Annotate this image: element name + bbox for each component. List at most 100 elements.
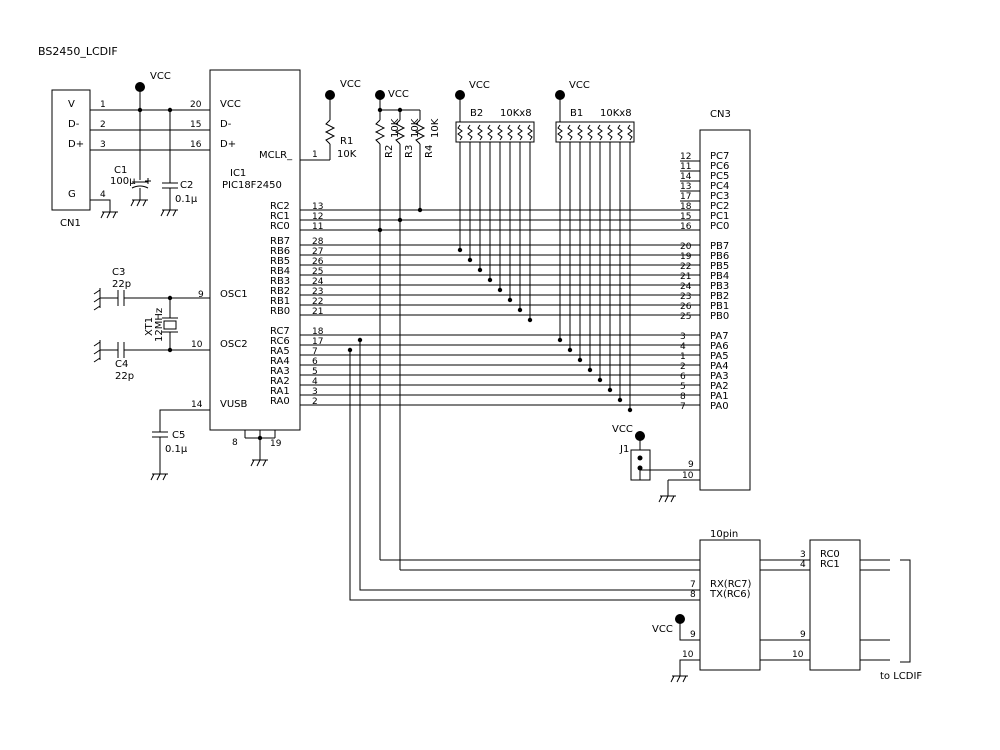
ic1-pin-ra1-name: RA1 (270, 386, 290, 397)
junction-dot (527, 317, 533, 323)
b2-resistor-array: VCC B2 10Kx8 (455, 80, 535, 323)
r4-value: 10K (430, 118, 441, 138)
mclr-pullup: VCC R1 10K (324, 79, 361, 160)
b1-value: 10Kx8 (600, 108, 632, 119)
cn3-pin-pc0-name: PC0 (710, 221, 729, 232)
tenpin-left-num-8: 8 (690, 590, 696, 600)
ic1-pin-rc7-name: RC7 (270, 326, 290, 337)
cn3-pin-pc5-name: PC5 (710, 171, 729, 182)
tenpin-right-num-3: 3 (800, 550, 806, 560)
lcdif-body (809, 539, 861, 671)
ic1-pin-dminus-num: 15 (190, 120, 201, 130)
ic1-pin-rc7-num: 18 (312, 327, 324, 337)
junction-dot (627, 407, 633, 413)
cn3-pin-pb6-num: 19 (680, 252, 692, 262)
b2-resistors (457, 124, 533, 323)
ic1-pin-osc2-num: 10 (191, 340, 203, 350)
vcc-label-b2: VCC (469, 80, 490, 91)
r2-ref: R2 (384, 145, 395, 158)
cn3-pin-pb2-name: PB2 (710, 291, 729, 302)
junction-dot (517, 307, 523, 313)
xt1-ref: XT1 (144, 317, 155, 336)
ic1-pin-ra5-name: RA5 (270, 346, 290, 357)
cn1-ref: CN1 (60, 218, 81, 229)
cn3-pin-pb7-name: PB7 (710, 241, 729, 252)
junction-dot (467, 257, 473, 263)
c5-value: 0.1μ (165, 444, 188, 455)
ic1-microcontroller: IC1 PIC18F2450 VCC D- D+ OSC1 OSC2 VUSB … (190, 69, 330, 467)
ic1-pin-rc0-name: RC0 (270, 221, 290, 232)
ic1-pin-osc2-name: OSC2 (220, 339, 248, 350)
r4-ref: R4 (424, 145, 435, 158)
array-resistor (557, 124, 563, 141)
cn3-pin-pa6-num: 4 (680, 342, 686, 352)
b1-resistors (557, 124, 633, 413)
to-lcdif-label: to LCDIF (880, 671, 922, 682)
ic1-pin-dplus-name: D+ (220, 139, 236, 150)
cn3-pin-pa2-num: 5 (680, 382, 686, 392)
ic1-pin-ra3-num: 5 (312, 367, 318, 377)
ic1-pin-rc2-num: 13 (312, 202, 323, 212)
junction-dot (597, 377, 603, 383)
j1-jumper: VCC J1 (612, 424, 700, 503)
cn3-pin-pa4-name: PA4 (710, 361, 729, 372)
b2-ref: B2 (470, 108, 483, 119)
schematic-title: BS2450_LCDIF (38, 45, 118, 58)
c4-value: 22p (115, 371, 134, 382)
c3-value: 22p (112, 279, 131, 290)
cn3-pin-pa0-num: 7 (680, 402, 686, 412)
oscillator-circuit: C3 22p C4 22p XT1 12MHz (93, 267, 210, 382)
ic1-pin-vcc-name: VCC (220, 99, 241, 110)
cn3-pin-pa1-num: 8 (680, 392, 686, 402)
tenpin-right-num-10: 10 (792, 650, 804, 660)
array-resistor (617, 124, 623, 141)
array-resistor (477, 124, 483, 141)
ic1-pin-ra3-name: RA3 (270, 366, 290, 377)
ic1-pin-ra2-num: 4 (312, 377, 318, 387)
cn3-pin-pb0-name: PB0 (710, 311, 729, 322)
vcc-label-tenpin: VCC (652, 624, 673, 635)
junction-dot (617, 397, 623, 403)
cn3-pin-pc2-name: PC2 (710, 201, 729, 212)
cn1-pin2-num: 2 (100, 120, 106, 130)
tenpin-left-num-10: 10 (682, 650, 694, 660)
cn3-pin-pb0-num: 25 (680, 312, 691, 322)
ic1-pin-ra5-num: 7 (312, 347, 318, 357)
c2-ref: C2 (180, 180, 193, 191)
vcc-label-b1: VCC (569, 80, 590, 91)
ic1-pin-rb7-name: RB7 (270, 236, 290, 247)
lcdif-box: RC0 RC1 to LCDIF (809, 539, 922, 682)
junction-dot (557, 337, 563, 343)
cn3-pin-pc6-num: 11 (680, 162, 691, 172)
cn3-pin-pc4-name: PC4 (710, 181, 729, 192)
cn3-pins: PC712PC611PC514PC413PC317PC218PC115PC016… (680, 151, 729, 412)
ic1-pin-dminus-name: D- (220, 119, 232, 130)
ic1-pin-rc2-name: RC2 (270, 201, 290, 212)
ic1-body (209, 69, 301, 431)
junction-dot (487, 277, 493, 283)
ic1-pin-rb0-name: RB0 (270, 306, 290, 317)
cn3-pin-pa6-name: PA6 (710, 341, 729, 352)
cn3-pin-pb4-name: PB4 (710, 271, 729, 282)
ic1-pin-rc0-num: 11 (312, 222, 323, 232)
ic1-pin-vcc-num: 20 (190, 100, 202, 110)
tenpin-rx-label: RX(RC7) (710, 579, 751, 590)
ic1-part: PIC18F2450 (222, 180, 282, 191)
uart-wires (347, 337, 700, 601)
junction-dot (587, 367, 593, 373)
array-resistor (597, 124, 603, 141)
lcdif-rc0-label: RC0 (820, 549, 840, 560)
tenpin-left-num-7: 7 (690, 580, 696, 590)
cn3-pin-pb3-name: PB3 (710, 281, 729, 292)
ic1-pin-vusb-num: 14 (191, 400, 203, 410)
cn3-pin-pb2-num: 23 (680, 292, 691, 302)
r1-ref: R1 (340, 136, 353, 147)
vusb-capacitor: C5 0.1μ (150, 409, 210, 481)
ic1-pin-rc1-num: 12 (312, 212, 323, 222)
ic1-pin-rb4-name: RB4 (270, 266, 290, 277)
array-resistor (467, 124, 473, 141)
array-resistor (627, 124, 633, 141)
cn3-connector: CN3 PC712PC611PC514PC413PC317PC218PC115P… (680, 109, 751, 491)
array-resistor (487, 124, 493, 141)
